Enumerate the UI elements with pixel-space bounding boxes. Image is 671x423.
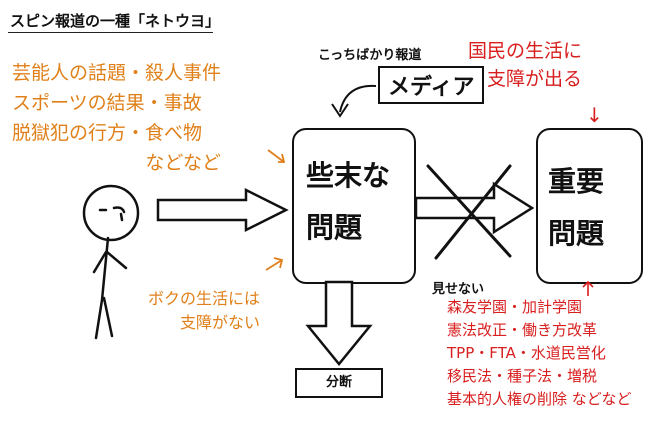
- misenai-label: 見せない: [432, 282, 485, 297]
- orange-arrow-icon: [267, 149, 286, 163]
- trivial-topic: スポーツの結果・事故: [12, 92, 202, 114]
- division-box: 分断: [295, 368, 383, 398]
- important-issue-line: 重要: [548, 165, 605, 198]
- important-issue-line: 問題: [548, 217, 605, 250]
- curved-arrow-icon: [339, 84, 377, 113]
- trivial-issue-label: 些末な 問題: [306, 150, 390, 254]
- hidden-topic: 憲法改正・働き方改革: [447, 321, 598, 339]
- kocchibakari-label: こっちばかり報道: [318, 48, 422, 63]
- red-up-arrow-icon: [582, 280, 594, 296]
- trivial-issue-line: 些末な: [306, 159, 391, 192]
- red-down-arrow-icon: ↓: [586, 103, 603, 127]
- kokumin-line: 国民の生活に: [468, 40, 583, 62]
- diagram-title: スピン報道の一種「ネトウヨ」: [10, 12, 221, 30]
- important-issue-box: [536, 128, 643, 284]
- hollow-arrow-down-icon: [305, 280, 373, 366]
- trivial-topics-list: 芸能人の話題・殺人事件 スポーツの結果・事故 脱獄犯の行方・食べ物 などなど: [12, 58, 221, 178]
- important-issue-label: 重要 問題: [548, 156, 604, 260]
- title-underline: [8, 32, 213, 33]
- hidden-topic: TPP・FTA・水道民営化: [447, 344, 606, 362]
- hollow-arrow-right-icon: [156, 187, 289, 233]
- boku-note: ボクの生活には 支障がない: [148, 287, 260, 335]
- cross-mark-icon: [426, 164, 512, 260]
- boku-line: ボクの生活には: [148, 289, 261, 308]
- boku-line: 支障がない: [180, 313, 261, 332]
- stick-person-icon: [82, 184, 140, 340]
- hidden-topic: 森友学園・加計学園: [447, 298, 583, 316]
- hidden-topics-list: 森友学園・加計学園 憲法改正・働き方改革 TPP・FTA・水道民営化 移民法・種…: [447, 296, 631, 411]
- hidden-topic: 移民法・種子法・増税: [447, 367, 598, 385]
- hidden-topic: 基本的人権の削除 などなど: [447, 390, 632, 408]
- trivial-issue-line: 問題: [306, 211, 363, 244]
- trivial-issue-box: [292, 128, 416, 284]
- trivial-topic: などなど: [145, 152, 222, 174]
- kokumin-line: 支障が出る: [487, 68, 583, 90]
- media-box: メディア: [378, 66, 485, 104]
- hollow-arrow-blocked-icon: [414, 181, 535, 235]
- trivial-topic: 芸能人の話題・殺人事件: [12, 62, 222, 84]
- kokumin-note: 国民の生活に 支障が出る: [468, 37, 582, 93]
- trivial-topic: 脱獄犯の行方・食べ物: [12, 122, 203, 144]
- orange-arrow-icon: [265, 257, 284, 271]
